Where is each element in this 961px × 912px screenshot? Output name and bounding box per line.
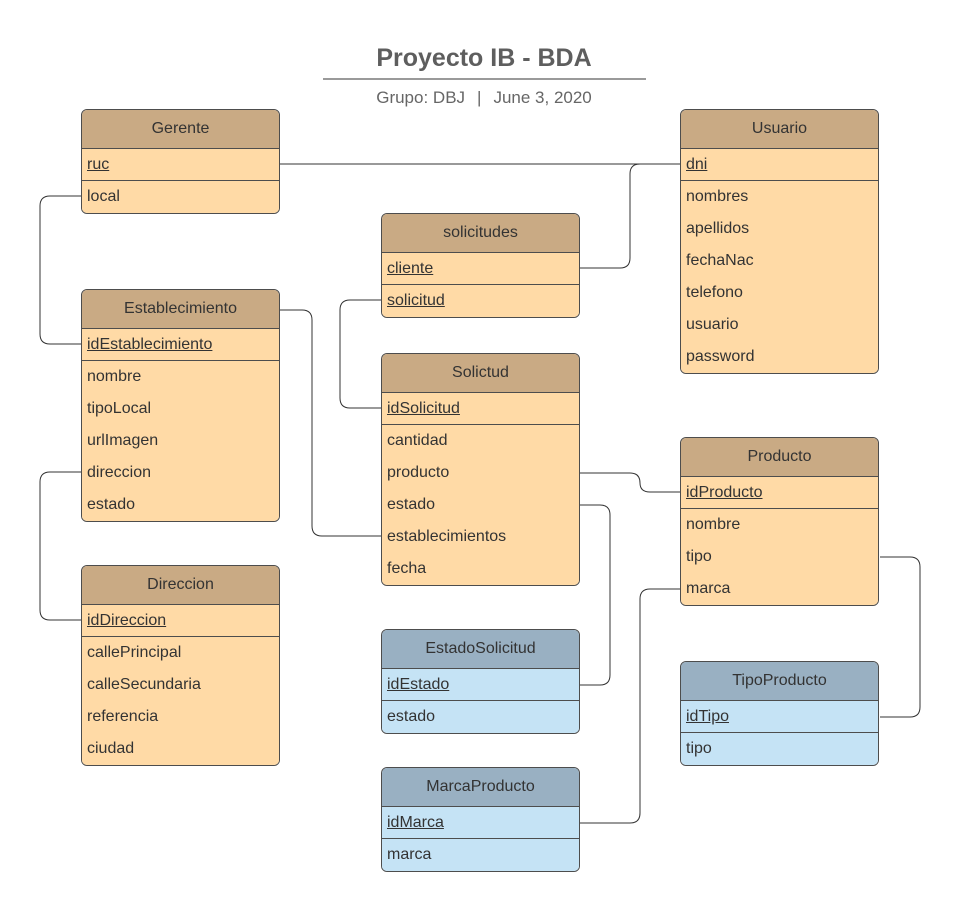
entity-field: nombre	[686, 516, 741, 533]
line-establecimiento-direccion	[39, 471, 81, 621]
entity-field: establecimientos	[387, 528, 507, 545]
entity-field: password	[686, 348, 755, 365]
diagram-subtitle: Grupo: DBJ | June 3, 2020	[0, 88, 961, 108]
entity-field: estado	[387, 708, 436, 725]
entity-solictud[interactable]: Solictud idSolicitud cantidad producto e…	[381, 353, 580, 586]
entity-field: estado	[387, 496, 436, 513]
primary-key-field: idEstablecimiento	[82, 329, 279, 361]
title-underline	[323, 78, 646, 80]
line-producto-tipo	[880, 556, 921, 718]
entity-solicitudes[interactable]: solicitudes cliente solicitud	[381, 213, 580, 318]
entity-header: EstadoSolicitud	[382, 630, 579, 669]
line-solictud-producto	[580, 472, 680, 493]
entity-header: Establecimiento	[82, 290, 279, 329]
entity-field: urlImagen	[87, 432, 159, 449]
entity-header: solicitudes	[382, 214, 579, 253]
line-gerente-establecimiento	[39, 195, 81, 345]
entity-establecimiento[interactable]: Establecimiento idEstablecimiento nombre…	[81, 289, 280, 522]
entity-field: marca	[686, 580, 731, 597]
primary-key-field: idTipo	[681, 701, 878, 733]
entity-field: usuario	[686, 316, 739, 333]
entity-producto[interactable]: Producto idProducto nombre tipo marca	[680, 437, 879, 606]
entity-field: telefono	[686, 284, 743, 301]
entity-direccion[interactable]: Direccion idDireccion callePrincipal cal…	[81, 565, 280, 766]
primary-key-field: dni	[681, 149, 878, 181]
entity-header: MarcaProducto	[382, 768, 579, 807]
entity-field: nombres	[686, 188, 749, 205]
entity-header: Gerente	[82, 110, 279, 149]
primary-key-field: idEstado	[382, 669, 579, 701]
primary-key-field: idMarca	[382, 807, 579, 839]
entity-field: tipo	[686, 740, 712, 757]
entity-field: apellidos	[686, 220, 750, 237]
entity-header: Direccion	[82, 566, 279, 605]
primary-key-field: idSolicitud	[382, 393, 579, 425]
primary-key-field: idProducto	[681, 477, 878, 509]
entity-marca-producto[interactable]: MarcaProducto idMarca marca	[381, 767, 580, 872]
entity-field: fecha	[387, 560, 427, 577]
primary-key-field: cliente	[382, 253, 579, 285]
entity-tipo-producto[interactable]: TipoProducto idTipo tipo	[680, 661, 879, 766]
entity-field: callePrincipal	[87, 644, 182, 661]
line-solictud-estado	[580, 504, 611, 686]
entity-field: marca	[387, 846, 432, 863]
line-solicitudes-solictud	[339, 299, 381, 409]
entity-field: nombre	[87, 368, 142, 385]
line-producto-marca	[580, 588, 680, 824]
primary-key-field: ruc	[82, 149, 279, 181]
entity-field: tipo	[686, 548, 712, 565]
group-label: Grupo: DBJ	[376, 88, 466, 107]
primary-key-field: idDireccion	[82, 605, 279, 637]
subtitle-separator: |	[477, 88, 482, 107]
foreign-key-field: solicitud	[387, 292, 445, 309]
entity-field: calleSecundaria	[87, 676, 201, 693]
entity-field: fechaNac	[686, 252, 754, 269]
entity-field: direccion	[87, 464, 152, 481]
diagram-title: Proyecto IB - BDA	[376, 44, 592, 72]
entity-estado-solicitud[interactable]: EstadoSolicitud idEstado estado	[381, 629, 580, 734]
entity-field: producto	[387, 464, 450, 481]
entity-gerente[interactable]: Gerente ruc local	[81, 109, 280, 214]
line-usuario-solicitudes	[580, 163, 680, 269]
entity-field: ciudad	[87, 740, 135, 757]
entity-field: local	[87, 188, 120, 205]
entity-header: Producto	[681, 438, 878, 477]
entity-field: cantidad	[387, 432, 448, 449]
entity-usuario[interactable]: Usuario dni nombres apellidos fechaNac t…	[680, 109, 879, 374]
line-establecimiento-solictud	[280, 309, 381, 537]
date-label: June 3, 2020	[493, 88, 592, 107]
entity-header: Usuario	[681, 110, 878, 149]
entity-field: referencia	[87, 708, 159, 725]
entity-field: tipoLocal	[87, 400, 152, 417]
entity-header: Solictud	[382, 354, 579, 393]
entity-field: estado	[87, 496, 136, 513]
entity-header: TipoProducto	[681, 662, 878, 701]
